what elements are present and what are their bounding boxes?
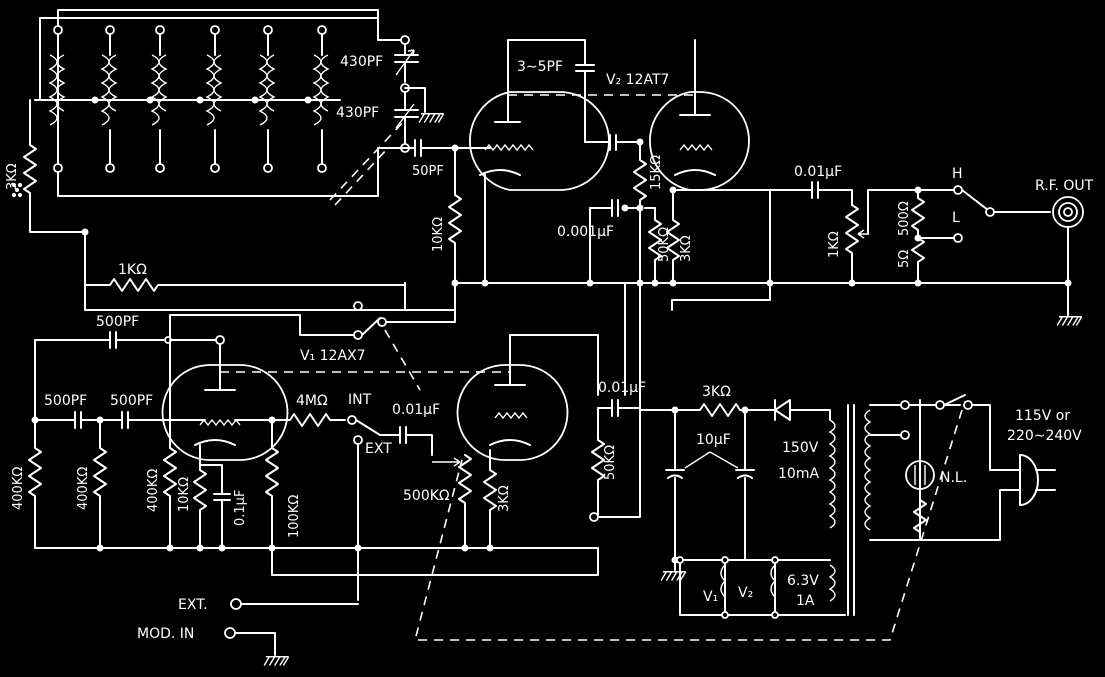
label-r-3k-v2: 3KΩ <box>679 235 694 262</box>
input-terminals: EXT. MOD. IN <box>137 597 359 667</box>
label-r-400k-3: 400KΩ <box>146 469 161 512</box>
label-c-500-a: 500PF <box>44 393 87 409</box>
label-v1-name: V₁ 12AX7 <box>300 348 366 364</box>
label-c-001-mid: 0.01μF <box>392 402 440 418</box>
label-c-0001: 0.001μF <box>557 224 614 240</box>
label-r-3k-psu: 3KΩ <box>702 384 731 400</box>
coil-bank: 3KΩ <box>5 9 456 311</box>
label-c-500-top: 500PF <box>96 314 139 330</box>
label-rf-out: R.F. OUT <box>1035 178 1094 194</box>
label-heater-v2: V₂ <box>738 585 753 601</box>
label-c-500-b: 500PF <box>110 393 153 409</box>
label-sw-l: L <box>952 210 960 226</box>
tuning-capacitors: 430PF 430PF 50PF <box>329 35 456 206</box>
label-r-400k-2: 400KΩ <box>76 467 91 510</box>
label-c-10uf: 10μF <box>696 432 731 448</box>
label-nl: N.L. <box>940 470 967 486</box>
label-r-5: 5Ω <box>897 250 912 268</box>
label-r-500k: 500KΩ <box>403 488 450 504</box>
label-c-001-out: 0.01μF <box>794 164 842 180</box>
ground-rail <box>404 279 1072 396</box>
label-sw-ext: EXT <box>365 441 392 457</box>
label-c-430-top: 430PF <box>340 54 383 70</box>
v1-input-network: 500PF 500PF 500PF 400KΩ 400KΩ 400KΩ 10KΩ… <box>11 314 646 601</box>
label-mains-115: 115V or <box>1015 408 1070 424</box>
label-r-100k: 100KΩ <box>287 495 302 538</box>
switch-upper <box>353 301 456 391</box>
label-mod-in: MOD. IN <box>137 626 194 642</box>
power-switch-linkage <box>413 409 963 641</box>
label-ext-in: EXT. <box>178 597 208 613</box>
label-r-1k-mid: 1KΩ <box>118 262 147 278</box>
label-c-430-bot: 430PF <box>336 105 379 121</box>
label-c-3-5pf: 3∼5PF <box>517 59 563 75</box>
power-supply: 3KΩ 10μF 150V 10mA V₁ V₂ 6.3V 1A <box>639 384 1082 619</box>
v1-tube: V₁ 12AX7 <box>161 314 599 461</box>
label-r-500: 500Ω <box>897 201 912 236</box>
label-r-4m: 4MΩ <box>296 393 328 409</box>
label-heater-63: 6.3V <box>787 573 819 589</box>
v2-tube: V₂ 12AT7 3∼5PF 10KΩ 15KΩ 0.001μF 50KΩ 3K… <box>431 39 771 284</box>
label-heater-v1: V₁ <box>703 589 718 605</box>
resistor-1k-mid: 1KΩ <box>84 262 406 292</box>
label-r-10k-grid: 10KΩ <box>431 217 446 252</box>
label-c-001-v1: 0.01μF <box>598 380 646 396</box>
label-sw-int: INT <box>348 392 372 408</box>
label-v2-name: V₂ 12AT7 <box>606 72 669 88</box>
label-psu-10ma: 10mA <box>778 466 819 482</box>
label-c-01uf: 0.1μF <box>233 490 248 526</box>
label-heater-1a: 1A <box>796 593 815 609</box>
label-r-1k-pot: 1KΩ <box>827 231 842 258</box>
label-sw-h: H <box>952 166 963 182</box>
label-r-3k-v1: 3KΩ <box>497 485 512 512</box>
label-mains-220: 220∼240V <box>1007 428 1082 444</box>
label-r-15k: 15KΩ <box>649 155 664 190</box>
label-r-osc-3k: 3KΩ <box>5 163 20 190</box>
label-r-50k-psu: 50KΩ <box>603 445 618 480</box>
label-r-400k-1: 400KΩ <box>11 467 26 510</box>
label-c-50pf: 50PF <box>412 164 444 179</box>
label-r-10k-v1: 10KΩ <box>177 477 192 512</box>
rf-output: 0.01μF 1KΩ 500Ω 5Ω H L R.F. OUT <box>769 164 1094 327</box>
label-r-50k-v2: 50KΩ <box>657 227 672 262</box>
label-psu-150v: 150V <box>782 440 819 456</box>
